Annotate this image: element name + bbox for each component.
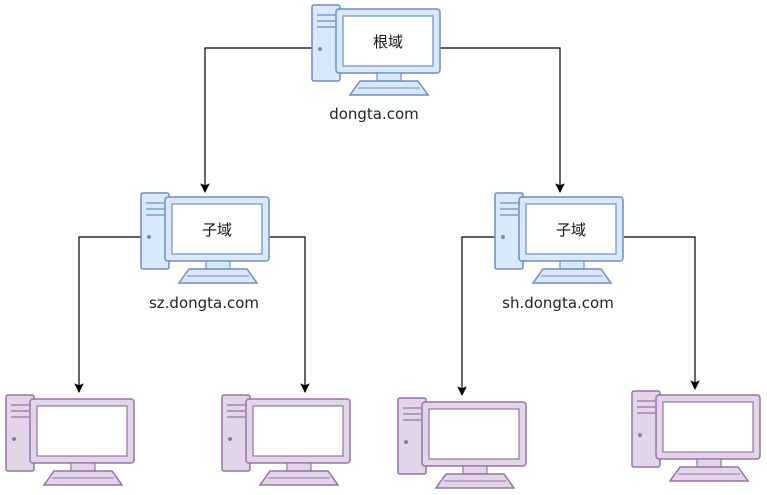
computer-icon	[311, 4, 441, 96]
sz-screen-text: 子域	[202, 221, 232, 239]
computer-icon	[494, 192, 624, 284]
computer-icon	[5, 394, 135, 486]
computer-icon	[221, 394, 351, 486]
client-computer-4	[631, 390, 761, 482]
computer-icon	[397, 397, 527, 489]
edge-sh-to-client-3	[457, 236, 495, 396]
edge-sh-to-client-4	[624, 236, 700, 390]
root-screen-text: 根域	[373, 33, 403, 51]
edge-root-to-sh	[440, 47, 565, 193]
sh-screen-text: 子域	[556, 221, 586, 239]
connectors	[74, 47, 700, 396]
sh-subdomain-node: 子域 sh.dongta.com	[494, 192, 624, 312]
client-computer-1	[5, 394, 135, 486]
client-computer-3	[397, 397, 527, 489]
computer-icon	[631, 390, 761, 482]
sz-domain-label: sz.dongta.com	[149, 294, 259, 312]
edge-sz-to-client-2	[270, 236, 310, 393]
client-computer-2	[221, 394, 351, 486]
edge-sz-to-client-1	[74, 236, 142, 393]
edge-root-to-sz	[200, 47, 313, 193]
sz-subdomain-node: 子域 sz.dongta.com	[140, 192, 270, 312]
root-domain-node: 根域 dongta.com	[311, 4, 441, 123]
computer-icon	[140, 192, 270, 284]
root-domain-label: dongta.com	[329, 105, 419, 123]
sh-domain-label: sh.dongta.com	[502, 294, 614, 312]
